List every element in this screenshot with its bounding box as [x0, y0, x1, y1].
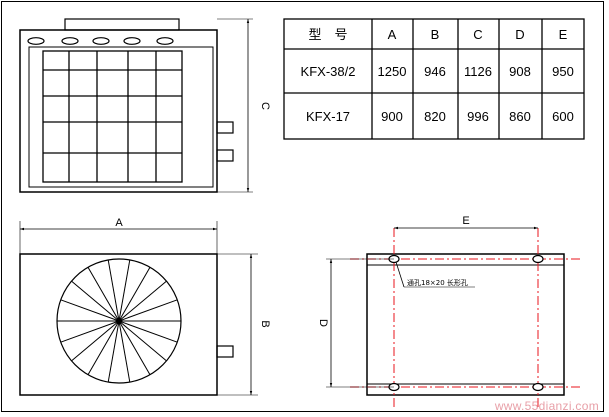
fan-blade	[118, 299, 178, 322]
fan-blade	[118, 259, 131, 322]
fan-blade	[118, 267, 151, 322]
pipe-stubs	[216, 121, 234, 162]
table-header-cell: D	[515, 27, 524, 42]
fan-blade	[107, 320, 120, 383]
table-header-cell: E	[559, 27, 568, 42]
table-header-cell: A	[388, 27, 397, 42]
spec-table	[283, 18, 585, 140]
table-cell: 860	[509, 109, 531, 124]
table-cell: 950	[552, 64, 574, 79]
fan-icon	[56, 258, 182, 384]
mount-hole-note-text: 通孔18×20 长形孔	[407, 278, 468, 287]
table-cell: 900	[381, 109, 403, 124]
drawing-frame	[1, 1, 604, 412]
fan-blade	[118, 280, 167, 322]
fan-blade	[71, 280, 120, 322]
table-cell: KFX-38/2	[301, 64, 356, 79]
fan-blade	[71, 320, 120, 362]
dim-e-label: E	[462, 215, 469, 227]
dim-b-label: B	[259, 320, 271, 327]
table-cell: 946	[424, 64, 446, 79]
mount-hole-note: 通孔18×20 长形孔	[395, 261, 475, 288]
table-cell: 600	[552, 109, 574, 124]
fan-blade	[60, 320, 120, 343]
watermark: www.55dianzi.com	[494, 399, 599, 413]
fan-hub	[116, 318, 122, 324]
vent-ovals	[27, 37, 174, 45]
fan-blade	[118, 320, 178, 343]
table-header-cell: 型 号	[308, 27, 347, 42]
front-view: C	[19, 18, 271, 193]
table-header-cell: C	[473, 27, 482, 42]
table-cell: 908	[509, 64, 531, 79]
side-view: A B	[19, 217, 271, 396]
fan-blade	[107, 259, 120, 322]
fan-blade	[87, 320, 120, 375]
dim-b: B	[217, 253, 271, 396]
fan-blade	[118, 320, 151, 375]
dim-e: E	[394, 215, 538, 230]
fan-blade	[118, 320, 131, 383]
dim-c: C	[217, 18, 271, 193]
dim-a: A	[19, 217, 218, 254]
mounting-view: E D 通孔18×20 长形孔	[317, 215, 583, 408]
fan-blade	[87, 267, 120, 322]
dim-d-label: D	[317, 319, 329, 327]
centerlines	[350, 228, 583, 408]
table-cell: 820	[424, 109, 446, 124]
table-cell: 1126	[464, 64, 492, 79]
fan-blade	[118, 320, 167, 362]
mounting-slots	[388, 254, 544, 392]
table-cell: 996	[467, 109, 489, 124]
table-cell: KFX-17	[306, 109, 350, 124]
table-header-cell: B	[431, 27, 440, 42]
front-grille	[42, 50, 183, 183]
dim-d: D	[317, 258, 394, 388]
dim-c-label: C	[259, 102, 271, 110]
fan-blade	[60, 299, 120, 322]
table-cell: 1250	[378, 64, 407, 79]
dim-a-label: A	[115, 217, 123, 229]
